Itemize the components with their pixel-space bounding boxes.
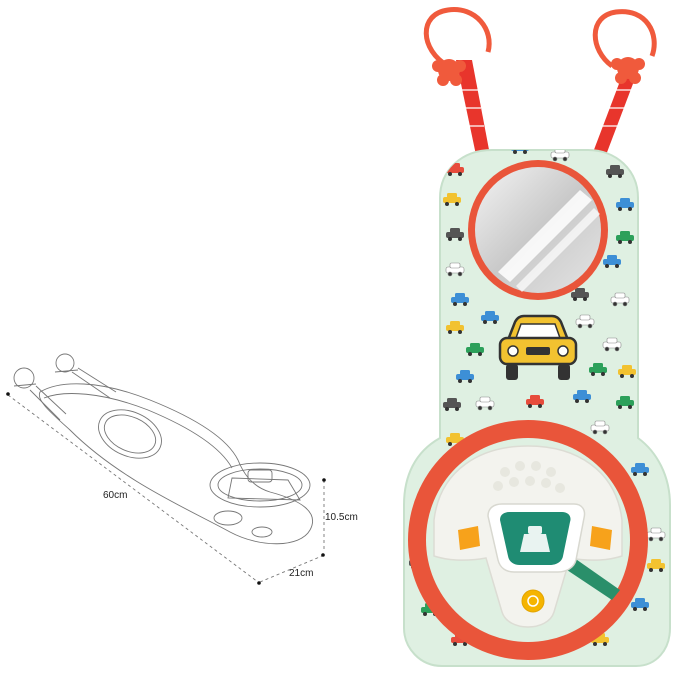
hanging-straps <box>456 60 642 155</box>
dimension-drawing <box>7 353 325 583</box>
width-label: 21cm <box>289 568 314 579</box>
dimension-markers <box>6 392 326 585</box>
right-button <box>590 526 612 550</box>
length-label: 60cm <box>103 490 128 501</box>
ring-outline <box>55 353 75 373</box>
height-label: 10.5cm <box>325 512 358 523</box>
mirror <box>468 160 608 300</box>
car-icon <box>498 314 578 380</box>
ring-clips <box>432 57 645 86</box>
steering-wheel <box>408 420 648 660</box>
hanging-rings <box>423 7 657 69</box>
mirror-outline <box>98 409 162 459</box>
mirror-icon <box>475 167 601 293</box>
wheel-outline <box>209 462 311 508</box>
left-button <box>458 526 480 550</box>
ring-outline <box>13 367 35 389</box>
horn-button <box>521 589 545 613</box>
